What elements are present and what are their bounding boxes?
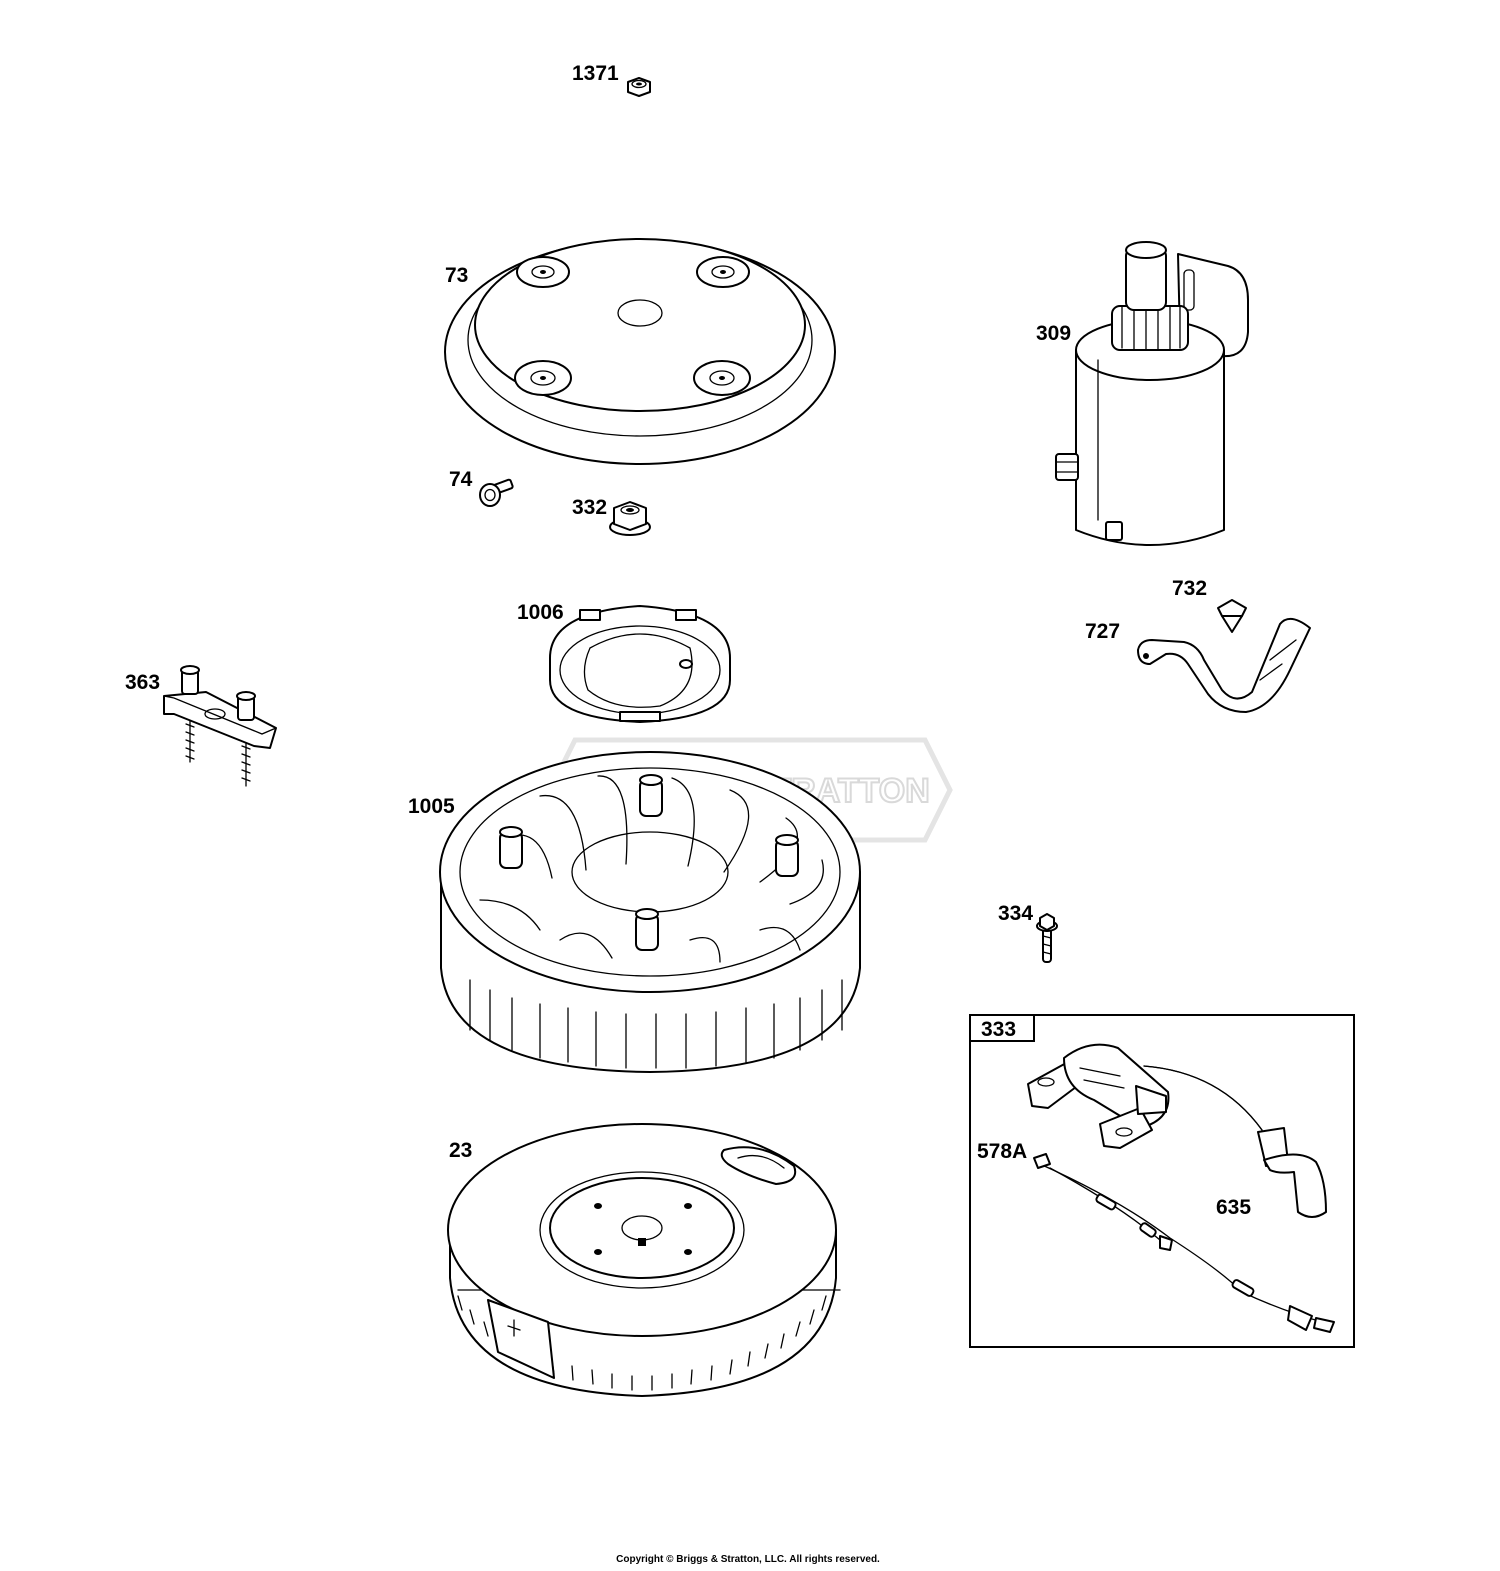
part-578A-ground-wire[interactable] (1033, 1153, 1335, 1333)
label-1371: 1371 (572, 62, 619, 85)
label-74: 74 (449, 468, 473, 491)
label-635: 635 (1216, 1196, 1251, 1219)
label-23: 23 (449, 1139, 472, 1162)
part-1371-nut[interactable] (627, 77, 651, 97)
part-74-screw[interactable] (479, 478, 514, 507)
part-732-push-nut[interactable] (1217, 599, 1247, 633)
part-1006-retainer-ring[interactable] (549, 605, 731, 723)
label-727: 727 (1085, 620, 1120, 643)
label-333: 333 (981, 1018, 1016, 1041)
part-334-screw[interactable] (1036, 913, 1058, 963)
part-333-ignition-coil[interactable] (1027, 1043, 1170, 1149)
label-334: 334 (998, 902, 1033, 925)
copyright-notice: Copyright © Briggs & Stratton, LLC. All … (616, 1554, 880, 1565)
part-363-bracket-with-bolts[interactable] (163, 665, 277, 787)
part-73-cover-plate[interactable] (444, 238, 836, 465)
label-732: 732 (1172, 577, 1207, 600)
part-635-spark-plug-boot[interactable] (1143, 1065, 1327, 1218)
label-332: 332 (572, 496, 607, 519)
label-578A: 578A (977, 1140, 1027, 1163)
label-363: 363 (125, 671, 160, 694)
part-727-bracket[interactable] (1137, 617, 1311, 713)
label-1006: 1006 (517, 601, 564, 624)
part-333-kit-box[interactable] (969, 1014, 1355, 1348)
label-73: 73 (445, 264, 468, 287)
part-23-flywheel[interactable] (447, 1123, 841, 1397)
label-309: 309 (1036, 322, 1071, 345)
part-labels: 1371 73 309 74 332 1006 732 727 363 1005… (125, 62, 1251, 1219)
part-309-starter-motor[interactable] (1055, 241, 1249, 546)
part-1005-fan[interactable] (439, 751, 861, 1073)
part-332-flange-nut[interactable] (609, 501, 651, 536)
label-1005: 1005 (408, 795, 455, 818)
